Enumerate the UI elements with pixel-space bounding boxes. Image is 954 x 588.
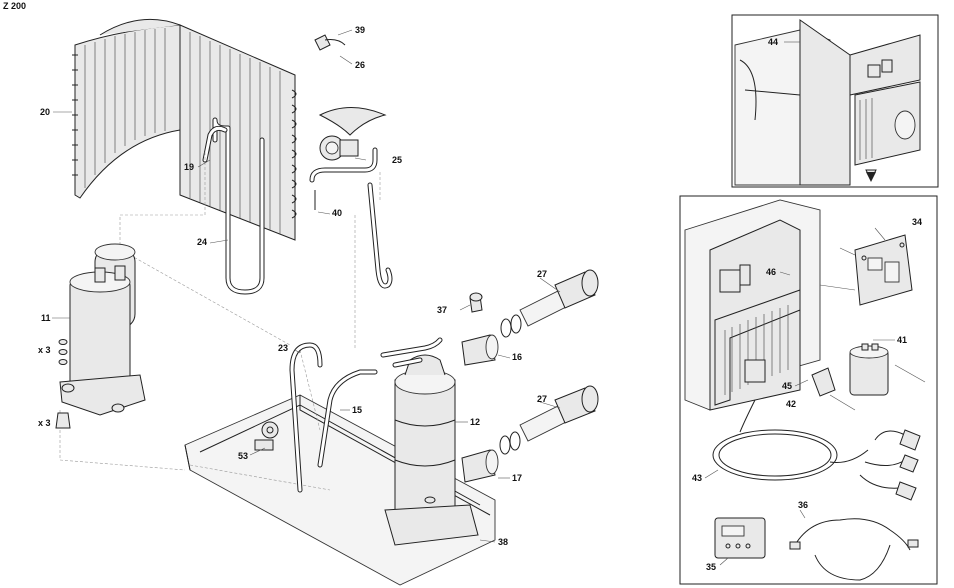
- label-17: 17: [512, 473, 522, 483]
- label-34: 34: [912, 217, 922, 227]
- label-20: 20: [40, 107, 50, 117]
- label-12: 12: [470, 417, 480, 427]
- label-x3-washers: x 3: [38, 345, 51, 355]
- display-cable: [789, 518, 919, 581]
- label-15: 15: [352, 405, 362, 415]
- capacitor: [849, 343, 926, 396]
- label-44: 44: [768, 37, 778, 47]
- label-16: 16: [512, 352, 522, 362]
- label-42: 42: [786, 399, 796, 409]
- label-26: 26: [355, 60, 365, 70]
- label-39: 39: [355, 25, 365, 35]
- label-41: 41: [897, 335, 907, 345]
- u-tube-pipe: [202, 117, 265, 295]
- label-25: 25: [392, 155, 402, 165]
- label-11: 11: [41, 313, 51, 323]
- upper-water-coupling: [461, 269, 599, 366]
- sensor-probe: [314, 34, 346, 51]
- mounting-washers: [55, 339, 71, 429]
- label-45: 45: [782, 381, 792, 391]
- part-number-labels: 20 39 26 19 25 40 24 11 x 3 x 3 23 53 15…: [38, 25, 922, 572]
- label-23: 23: [278, 343, 288, 353]
- label-40: 40: [332, 208, 342, 218]
- label-35: 35: [706, 562, 716, 572]
- callout-leader-lines: [52, 29, 895, 566]
- control-pcb: [819, 227, 913, 306]
- label-27-upper: 27: [537, 269, 547, 279]
- lower-water-coupling: [461, 385, 599, 483]
- label-24: 24: [197, 237, 207, 247]
- compressor: [59, 243, 146, 416]
- display-panel: [714, 517, 766, 559]
- relay: [811, 367, 856, 411]
- page-title: Z 200: [3, 1, 27, 11]
- control-box-overview-panel: [731, 14, 939, 188]
- label-x3-feet: x 3: [38, 418, 51, 428]
- refrigerant-pipes: [289, 342, 378, 493]
- label-43: 43: [692, 473, 702, 483]
- fan-motor-assembly: [309, 107, 393, 289]
- heat-exchanger: [380, 337, 479, 546]
- label-37: 37: [437, 305, 447, 315]
- power-cable: [712, 399, 921, 501]
- label-53: 53: [238, 451, 248, 461]
- control-box-detail-panel: [679, 195, 938, 585]
- label-19: 19: [184, 162, 194, 172]
- condenser-coil: [72, 18, 297, 241]
- label-36: 36: [798, 500, 808, 510]
- detail-arrow: [866, 172, 876, 182]
- label-46: 46: [766, 267, 776, 277]
- label-27-lower: 27: [537, 394, 547, 404]
- label-38: 38: [498, 537, 508, 547]
